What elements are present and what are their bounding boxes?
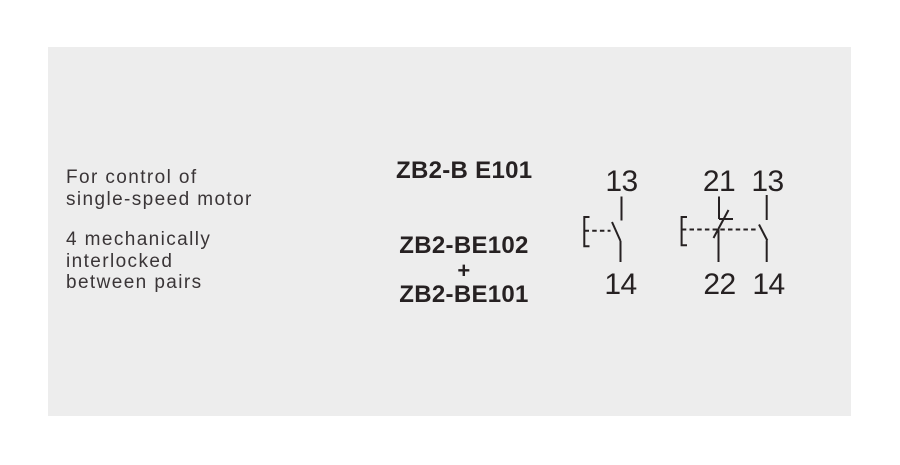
no-contact-blade: [611, 221, 622, 242]
description-paragraph-1: For control of single-speed motor: [66, 167, 253, 210]
terminal-number-top: 13: [605, 165, 637, 198]
part-number-combination: ZB2-BE102 + ZB2-BE101: [396, 232, 532, 308]
part-number-combo-bottom: ZB2-BE101: [399, 281, 529, 308]
no-contact-blade: [758, 224, 769, 241]
description-line: For control of: [66, 167, 198, 188]
plus-sign: +: [457, 257, 471, 283]
terminal-number-bottom: 14: [604, 268, 636, 301]
description-line: interlocked: [66, 250, 174, 272]
description-line: single-speed motor: [66, 188, 253, 210]
terminal-number-nc-top: 21: [703, 165, 735, 198]
terminal-number-nc-bottom: 22: [703, 268, 735, 301]
part-number-combo-top: ZB2-BE102: [399, 232, 529, 259]
contact-diagram-single-no: 13 14: [583, 165, 638, 301]
nc-contact-blade: [712, 209, 730, 239]
terminal-number-no-top: 13: [751, 165, 783, 198]
terminal-number-no-bottom: 14: [752, 268, 784, 301]
description-paragraph-2: 4 mechanically interlocked between pairs: [66, 229, 211, 294]
mechanical-link-bracket: [680, 216, 687, 247]
description-line: between pairs: [66, 272, 203, 293]
part-number-single: ZB2-B E101: [396, 157, 533, 184]
mechanical-link-bracket: [583, 216, 590, 248]
contact-diagram-nc-no-pair: 21 13 22 14: [680, 165, 785, 301]
description-line: 4 mechanically: [66, 229, 212, 250]
